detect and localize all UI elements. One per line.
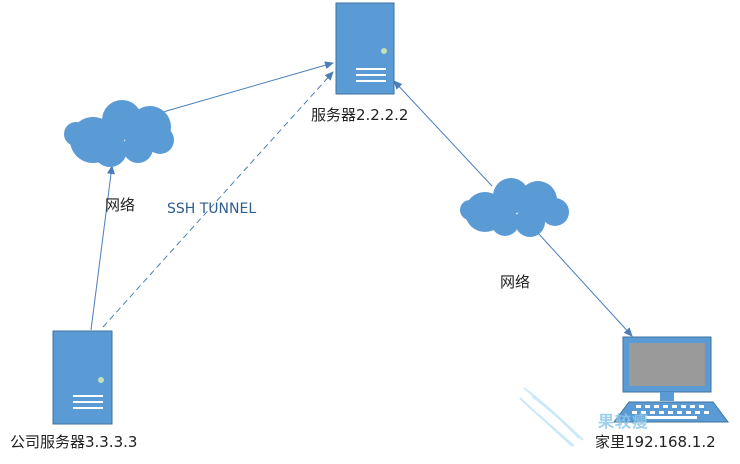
cloud-icon	[460, 178, 569, 237]
network-right-label: 网络	[500, 273, 531, 291]
network-left-label: 网络	[105, 196, 136, 214]
home-pc-label: 家里192.168.1.2	[595, 433, 716, 451]
watermark-logo	[519, 387, 584, 447]
server-icon	[52, 330, 113, 425]
company-server-label: 公司服务器3.3.3.3	[10, 433, 138, 451]
link-cloud-right-to-home	[529, 224, 633, 337]
link-company-to-cloud-left	[90, 165, 115, 331]
cloud-icon	[64, 100, 174, 167]
keyboard-icon	[613, 401, 729, 423]
watermark-text: 果较瘦	[598, 412, 650, 431]
server-icon	[335, 2, 395, 95]
link-cloud-left-to-server	[162, 61, 334, 113]
server-main-label: 服务器2.2.2.2	[311, 106, 409, 124]
ssh-tunnel-label: SSH TUNNEL	[167, 201, 257, 217]
link-cloud-right-to-server	[393, 80, 493, 187]
monitor-icon	[613, 336, 729, 423]
ssh-tunnel-line	[102, 71, 334, 328]
